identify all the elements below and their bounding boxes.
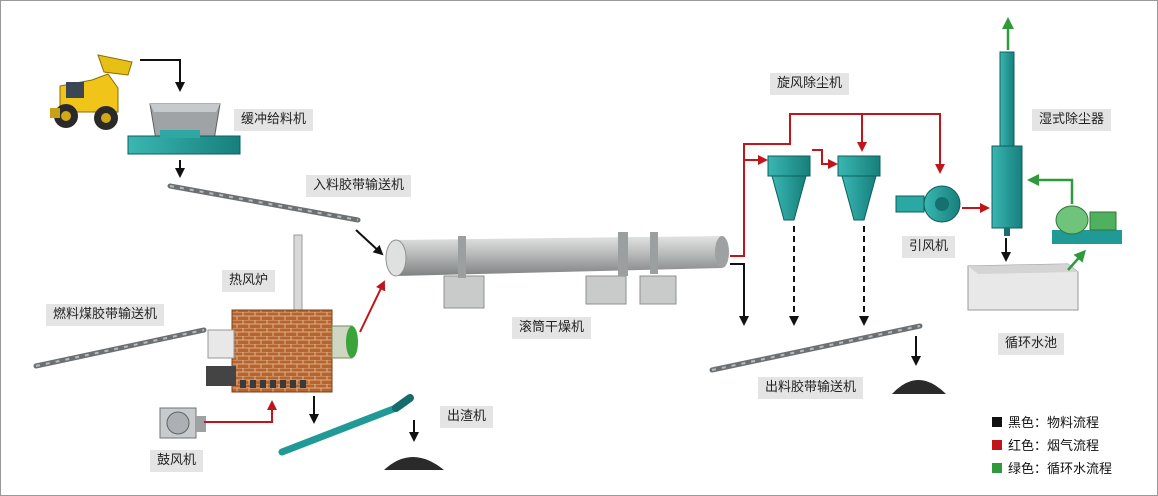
label-induced-draft-fan: 引风机 [902, 236, 956, 258]
red-swatch-icon [992, 439, 1002, 450]
material-flow-arrows [140, 59, 1011, 442]
label-slag-discharger: 出渣机 [440, 406, 494, 428]
legend-text: 黑色：物料流程 [1008, 416, 1100, 431]
water-flow-arrows [1002, 17, 1086, 271]
legend-item-flue-gas: 红色：烟气流程 [992, 433, 1112, 456]
circulating-water-pool-tank [967, 263, 1079, 311]
buffer-feeder-machine [127, 103, 241, 155]
label-fuel-coal-belt-conveyor: 燃料煤胶带输送机 [46, 304, 165, 326]
inlet-belt-conveyor-machine [167, 183, 361, 223]
outlet-belt-conveyor-machine [709, 323, 946, 394]
blower-machine [159, 407, 206, 439]
label-blower: 鼓风机 [150, 450, 204, 472]
fuel-coal-belt-conveyor-machine [33, 327, 207, 369]
induced-draft-fan-machine [895, 185, 961, 223]
label-outlet-belt-conveyor: 出料胶带输送机 [758, 377, 864, 399]
label-rotary-drum-dryer: 滚筒干燥机 [512, 317, 592, 339]
black-swatch-icon [992, 416, 1002, 427]
flue-gas-flow-arrows [204, 113, 990, 423]
legend: 黑色：物料流程 红色：烟气流程 绿色：循环水流程 [992, 410, 1112, 479]
green-swatch-icon [992, 462, 1002, 473]
label-cyclone-dust-collector: 旋风除尘机 [770, 73, 850, 95]
legend-text: 红色：烟气流程 [1008, 439, 1100, 454]
wheel-loader-icon [50, 54, 133, 130]
legend-text: 绿色：循环水流程 [1008, 462, 1113, 477]
rotary-drum-dryer-machine [385, 232, 729, 309]
wet-dust-collector-machine [991, 51, 1023, 236]
label-wet-dust-collector: 湿式除尘器 [1032, 109, 1112, 131]
legend-item-material: 黑色：物料流程 [992, 410, 1112, 433]
slag-discharger-machine [278, 394, 444, 470]
water-pump-machine [1052, 205, 1122, 244]
label-inlet-belt-conveyor: 入料胶带输送机 [306, 175, 412, 197]
label-buffer-feeder: 缓冲给料机 [234, 109, 314, 131]
label-circulating-water-pool: 循环水池 [998, 333, 1065, 355]
hot-air-furnace-machine [206, 234, 358, 393]
label-hot-air-furnace: 热风炉 [222, 270, 276, 292]
legend-item-water: 绿色：循环水流程 [992, 456, 1112, 479]
cyclone-dust-collector-units [767, 155, 881, 221]
